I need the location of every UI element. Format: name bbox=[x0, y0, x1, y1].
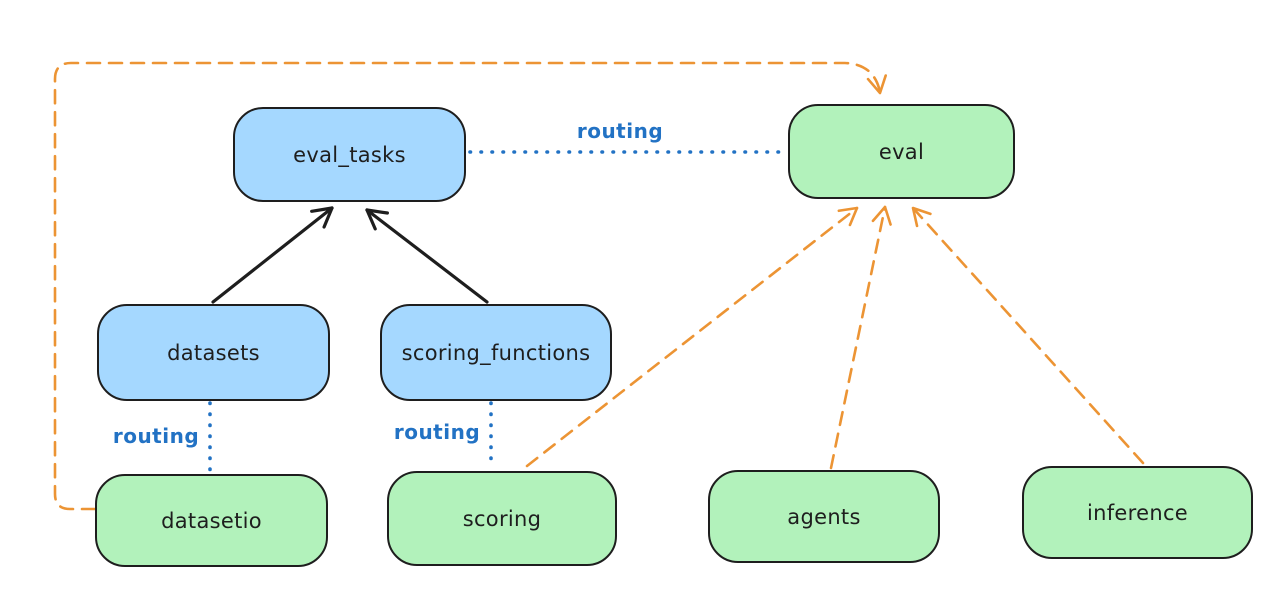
node-datasets: datasets bbox=[97, 304, 330, 401]
arrow-scoring-to-eval bbox=[525, 206, 859, 468]
arrow-datasetio-to-eval-loop bbox=[53, 61, 887, 511]
node-scoring-functions-label: scoring_functions bbox=[401, 340, 591, 365]
node-inference-label: inference bbox=[1086, 500, 1189, 525]
arrow-datasets-to-eval-tasks bbox=[211, 206, 334, 304]
node-eval-label: eval bbox=[878, 139, 925, 164]
arrow-inference-to-eval bbox=[911, 206, 1145, 465]
node-agents: agents bbox=[708, 470, 940, 563]
arrow-scoring-functions-to-eval-tasks bbox=[365, 208, 489, 304]
routing-label-datasets-datasetio: routing bbox=[112, 424, 200, 448]
routing-label-scoring-functions-scoring: routing bbox=[393, 420, 481, 444]
node-inference: inference bbox=[1022, 466, 1253, 559]
node-datasetio: datasetio bbox=[95, 474, 328, 567]
node-agents-label: agents bbox=[787, 504, 861, 529]
node-eval-tasks: eval_tasks bbox=[233, 107, 466, 202]
node-scoring-label: scoring bbox=[462, 506, 542, 531]
node-scoring: scoring bbox=[387, 471, 617, 566]
arrow-agents-to-eval bbox=[829, 205, 892, 470]
node-datasets-label: datasets bbox=[167, 340, 260, 365]
node-eval: eval bbox=[788, 104, 1015, 199]
node-eval-tasks-label: eval_tasks bbox=[293, 142, 406, 167]
node-scoring-functions: scoring_functions bbox=[380, 304, 612, 401]
node-datasetio-label: datasetio bbox=[161, 508, 262, 533]
routing-label-eval-tasks-eval: routing bbox=[576, 119, 664, 143]
